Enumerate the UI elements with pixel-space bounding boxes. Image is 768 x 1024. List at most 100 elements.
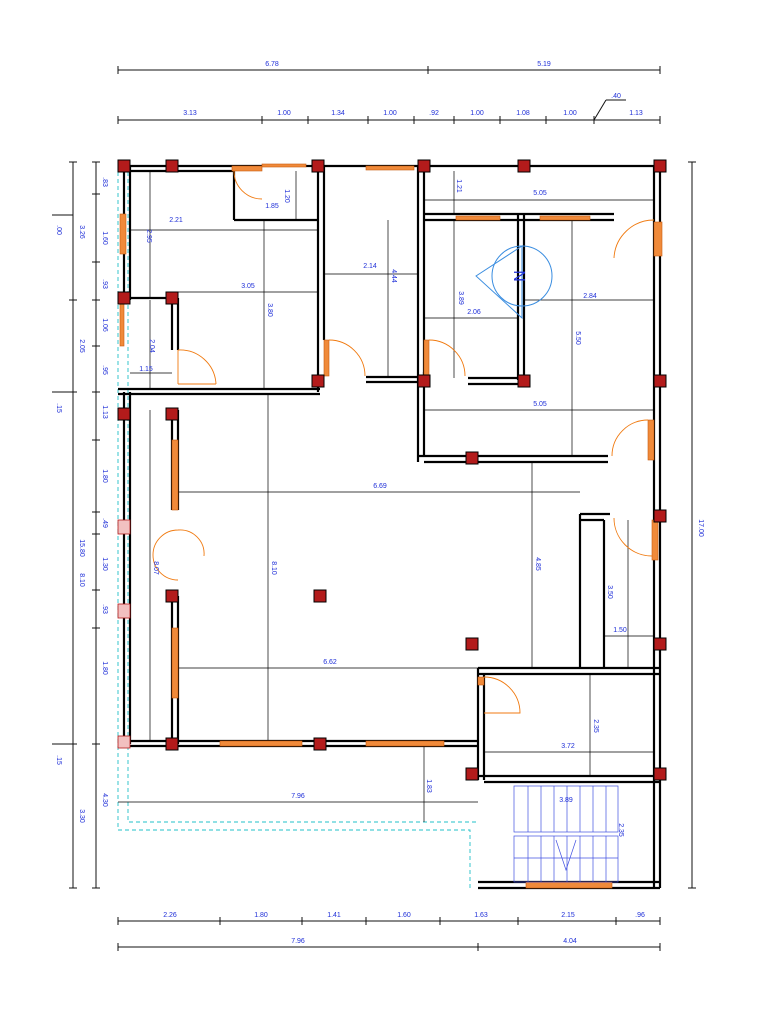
north-label: N bbox=[510, 270, 527, 282]
room-dim-label: 1.85 bbox=[265, 203, 279, 210]
column bbox=[117, 159, 131, 173]
interior-dimension-lines bbox=[118, 171, 654, 822]
window bbox=[423, 339, 430, 377]
column-existing bbox=[117, 519, 131, 535]
dim-top-extra: .40 bbox=[611, 93, 621, 100]
column bbox=[465, 451, 479, 465]
column bbox=[165, 159, 179, 173]
window bbox=[171, 627, 179, 699]
dim-left-inner-12: 4.30 bbox=[101, 793, 108, 807]
dim-left-inner-11: 1.80 bbox=[101, 661, 108, 675]
room-dim-label: 4.44 bbox=[390, 269, 397, 283]
column bbox=[165, 291, 179, 305]
column-existing bbox=[117, 735, 131, 749]
left-dimension-chains: .83 1.60 .93 1.06 .95 1.13 1.80 .49 1.30… bbox=[52, 161, 108, 889]
window bbox=[539, 215, 591, 221]
window bbox=[323, 339, 330, 377]
room-dim-label: 5.05 bbox=[533, 401, 547, 408]
room-dim-label: 8.10 bbox=[270, 561, 277, 575]
room-dim-label: 2.35 bbox=[592, 719, 599, 733]
column bbox=[417, 374, 431, 388]
room-dim-label: 7.96 bbox=[291, 793, 305, 800]
window bbox=[119, 213, 127, 255]
dim-top-seg-6: 1.00 bbox=[470, 110, 484, 117]
column bbox=[165, 407, 179, 421]
window bbox=[231, 165, 263, 172]
dim-left-inner-1: .83 bbox=[101, 177, 108, 187]
dim-bottom-seg-1: 2.26 bbox=[163, 912, 177, 919]
room-dim-label: 1.20 bbox=[283, 189, 290, 203]
window bbox=[651, 519, 659, 561]
column bbox=[653, 767, 667, 781]
dim-left-inner-9: 1.30 bbox=[101, 557, 108, 571]
room-dim-label: 3.72 bbox=[561, 743, 575, 750]
dim-left-outer-3: .15 bbox=[55, 755, 62, 765]
window bbox=[365, 740, 445, 747]
column bbox=[517, 374, 531, 388]
column bbox=[117, 291, 131, 305]
room-dim-label: 5.50 bbox=[574, 331, 581, 345]
room-dim-label: 2.84 bbox=[583, 293, 597, 300]
north-arrow-icon: N bbox=[475, 245, 553, 320]
dim-top-seg-5: .92 bbox=[429, 110, 439, 117]
windows bbox=[119, 163, 663, 889]
column bbox=[653, 374, 667, 388]
right-dimension-chain: 17.00 bbox=[688, 161, 704, 889]
dim-bottom-seg-5: 1.63 bbox=[474, 912, 488, 919]
setback-lines bbox=[117, 165, 478, 888]
window bbox=[477, 676, 485, 686]
dim-top-seg-8: 1.00 bbox=[563, 110, 577, 117]
dim-top-seg-3: 1.34 bbox=[331, 110, 345, 117]
room-dim-label: 2.14 bbox=[363, 263, 377, 270]
dim-left-inner-7: 1.80 bbox=[101, 469, 108, 483]
room-dim-label: 3.50 bbox=[606, 585, 613, 599]
room-dim-label: 3.89 bbox=[559, 797, 573, 804]
room-dim-label: 6.69 bbox=[373, 483, 387, 490]
room-dim-label: 4.85 bbox=[534, 557, 541, 571]
column bbox=[653, 159, 667, 173]
room-dim-label: 3.05 bbox=[241, 283, 255, 290]
dim-left-inner-10: .93 bbox=[101, 604, 108, 614]
dim-left-middle-4: 8.10 bbox=[78, 573, 85, 587]
columns bbox=[117, 159, 667, 781]
dim-top-seg-4: 1.00 bbox=[383, 110, 397, 117]
window bbox=[653, 221, 663, 257]
window bbox=[261, 163, 307, 168]
room-dim-label: 5.05 bbox=[533, 190, 547, 197]
column bbox=[311, 159, 325, 173]
column bbox=[465, 767, 479, 781]
room-dim-label: 1.50 bbox=[613, 627, 627, 634]
window bbox=[171, 439, 179, 511]
dim-left-middle-3: 15.80 bbox=[78, 539, 85, 557]
door-swings bbox=[152, 170, 655, 714]
dim-left-middle-1: 3.26 bbox=[78, 225, 85, 239]
room-dim-label: 1.15 bbox=[139, 366, 153, 373]
window bbox=[455, 215, 501, 221]
dim-left-inner-4: 1.06 bbox=[101, 318, 108, 332]
dim-left-middle-5: 3.30 bbox=[78, 809, 85, 823]
dim-top-overall-2: 5.19 bbox=[537, 61, 551, 68]
room-dim-label: 2.95 bbox=[145, 229, 152, 243]
dim-top-seg-1: 3.13 bbox=[183, 110, 197, 117]
dim-bottom-seg-2: 1.80 bbox=[254, 912, 268, 919]
top-dimension-chains: 6.78 5.19 3.13 1.00 1.34 1.00 .92 1.00 1… bbox=[117, 61, 661, 124]
window bbox=[219, 740, 303, 747]
dim-bottom-overall-2: 4.04 bbox=[563, 938, 577, 945]
room-dim-label: 8.07 bbox=[152, 561, 159, 575]
staircase bbox=[513, 785, 619, 883]
dim-left-inner-5: .95 bbox=[101, 365, 108, 375]
dim-top-overall-1: 6.78 bbox=[265, 61, 279, 68]
dim-right-overall: 17.00 bbox=[697, 519, 704, 537]
column bbox=[165, 737, 179, 751]
dim-left-middle-2: 2.05 bbox=[78, 339, 85, 353]
dim-top-seg-9: 1.13 bbox=[629, 110, 643, 117]
dim-bottom-seg-3: 1.41 bbox=[327, 912, 341, 919]
dim-bottom-seg-4: 1.60 bbox=[397, 912, 411, 919]
column bbox=[311, 374, 325, 388]
window bbox=[525, 881, 613, 889]
column bbox=[517, 159, 531, 173]
column bbox=[117, 407, 131, 421]
dim-left-outer-2: .15 bbox=[55, 403, 62, 413]
dim-left-inner-8: .49 bbox=[101, 518, 108, 528]
